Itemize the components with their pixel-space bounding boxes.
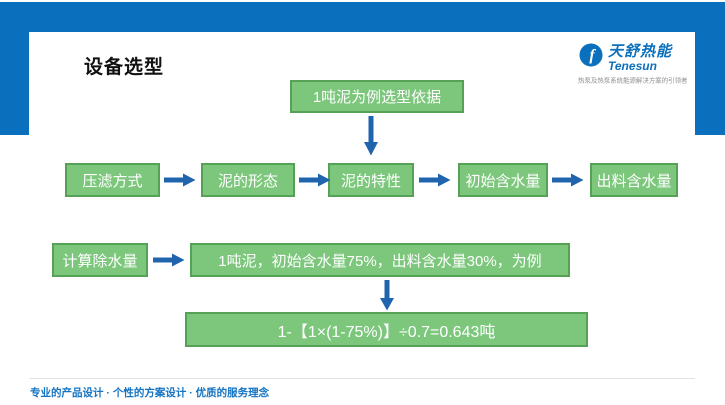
tenesun-logo-icon: f <box>578 42 604 73</box>
mud-form-box: 泥的形态 <box>201 163 295 197</box>
arrow-down-icon <box>379 280 395 311</box>
arrow-right-icon <box>419 172 451 188</box>
logo-name: 天舒热能 <box>608 42 673 60</box>
arrow-right-icon <box>164 172 196 188</box>
selection-basis-box: 1吨泥为例选型依据 <box>290 80 464 113</box>
footer-slogan: 专业的产品设计 · 个性的方案设计 · 优质的服务理念 <box>30 387 270 399</box>
logo-row: f 天舒热能 Tenesun <box>578 42 696 73</box>
logo-latin: Tenesun <box>608 58 657 73</box>
page-title: 设备选型 <box>84 57 165 78</box>
arrow-down-icon <box>363 116 379 156</box>
output-moisture-box: 出料含水量 <box>590 163 678 197</box>
arrow-right-icon <box>552 172 584 188</box>
calc-example-box: 1吨泥，初始含水量75%，出料含水量30%，为例 <box>190 243 570 277</box>
mud-property-box: 泥的特性 <box>328 163 414 197</box>
formula-box: 1-【1×(1-75%)】÷0.7=0.643吨 <box>185 312 588 347</box>
logo-tagline: 热泵及热泵系统能源解决方案的引领者 <box>578 77 688 85</box>
logo-text: 天舒热能 Tenesun <box>608 44 672 72</box>
filter-method-box: 压滤方式 <box>65 163 160 197</box>
arrow-right-icon <box>299 172 331 188</box>
calc-water-removal-box: 计算除水量 <box>52 243 148 277</box>
tenesun-logo: f 天舒热能 Tenesun 热泵及热泵系统能源解决方案的引领者 <box>578 42 696 86</box>
arrow-right-icon <box>153 252 185 268</box>
initial-moisture-box: 初始含水量 <box>458 163 548 197</box>
svg-text:f: f <box>589 47 596 64</box>
